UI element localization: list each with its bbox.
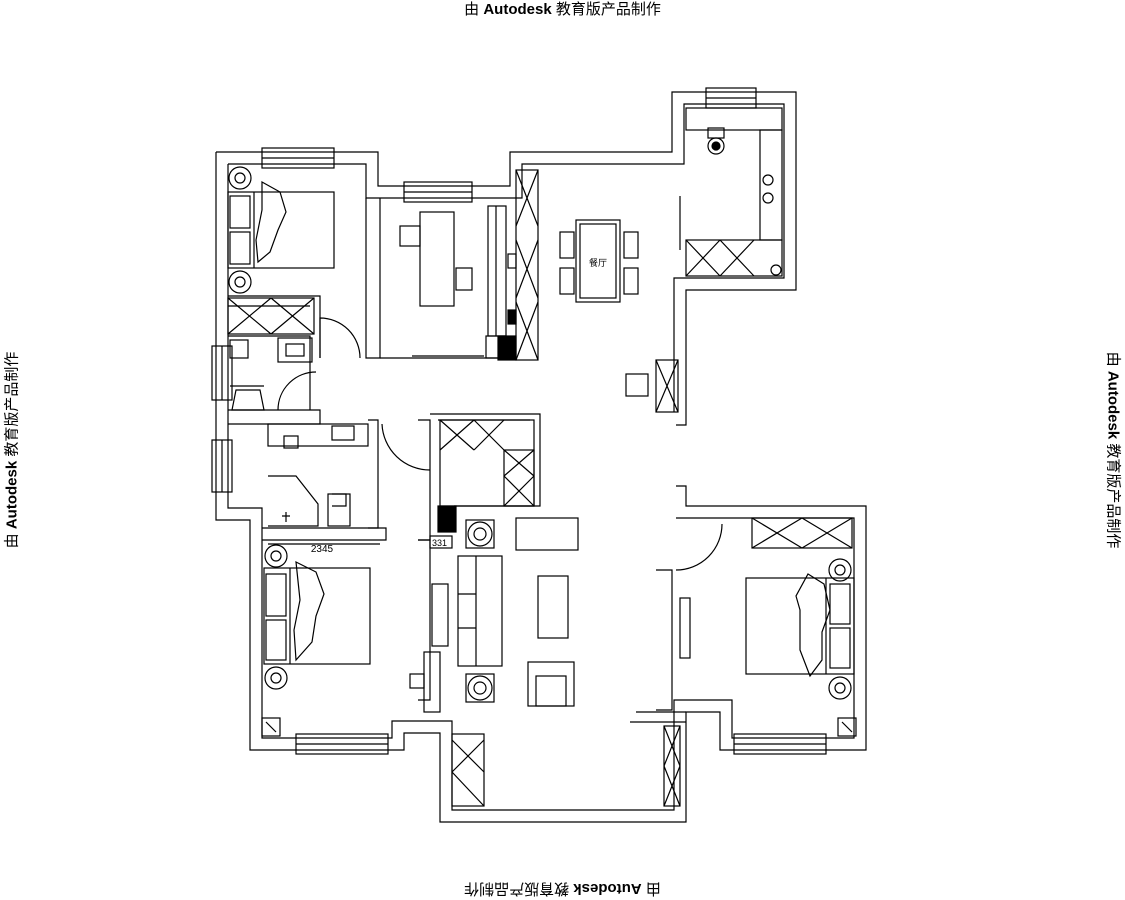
interior-walls	[228, 198, 686, 723]
doors	[277, 317, 723, 571]
dining-area: 餐厅	[507, 169, 679, 413]
dining-table-label: 餐厅	[589, 257, 607, 268]
exterior-walls	[211, 87, 867, 823]
dimension-label: 2345	[311, 544, 334, 555]
bathroom-lower	[267, 423, 369, 527]
bathroom-upper	[229, 337, 313, 411]
bedroom-bottom-right	[679, 517, 857, 737]
living-room: 331	[409, 419, 681, 807]
bedroom-top-left	[227, 166, 335, 335]
bedroom-bottom-left: 2345	[261, 543, 380, 737]
watermark-top: 由 Autodesk 教育版产品制作	[464, 1, 661, 18]
small-dimension-label: 331	[432, 538, 447, 548]
kitchen	[679, 107, 783, 277]
study-room	[399, 205, 517, 361]
